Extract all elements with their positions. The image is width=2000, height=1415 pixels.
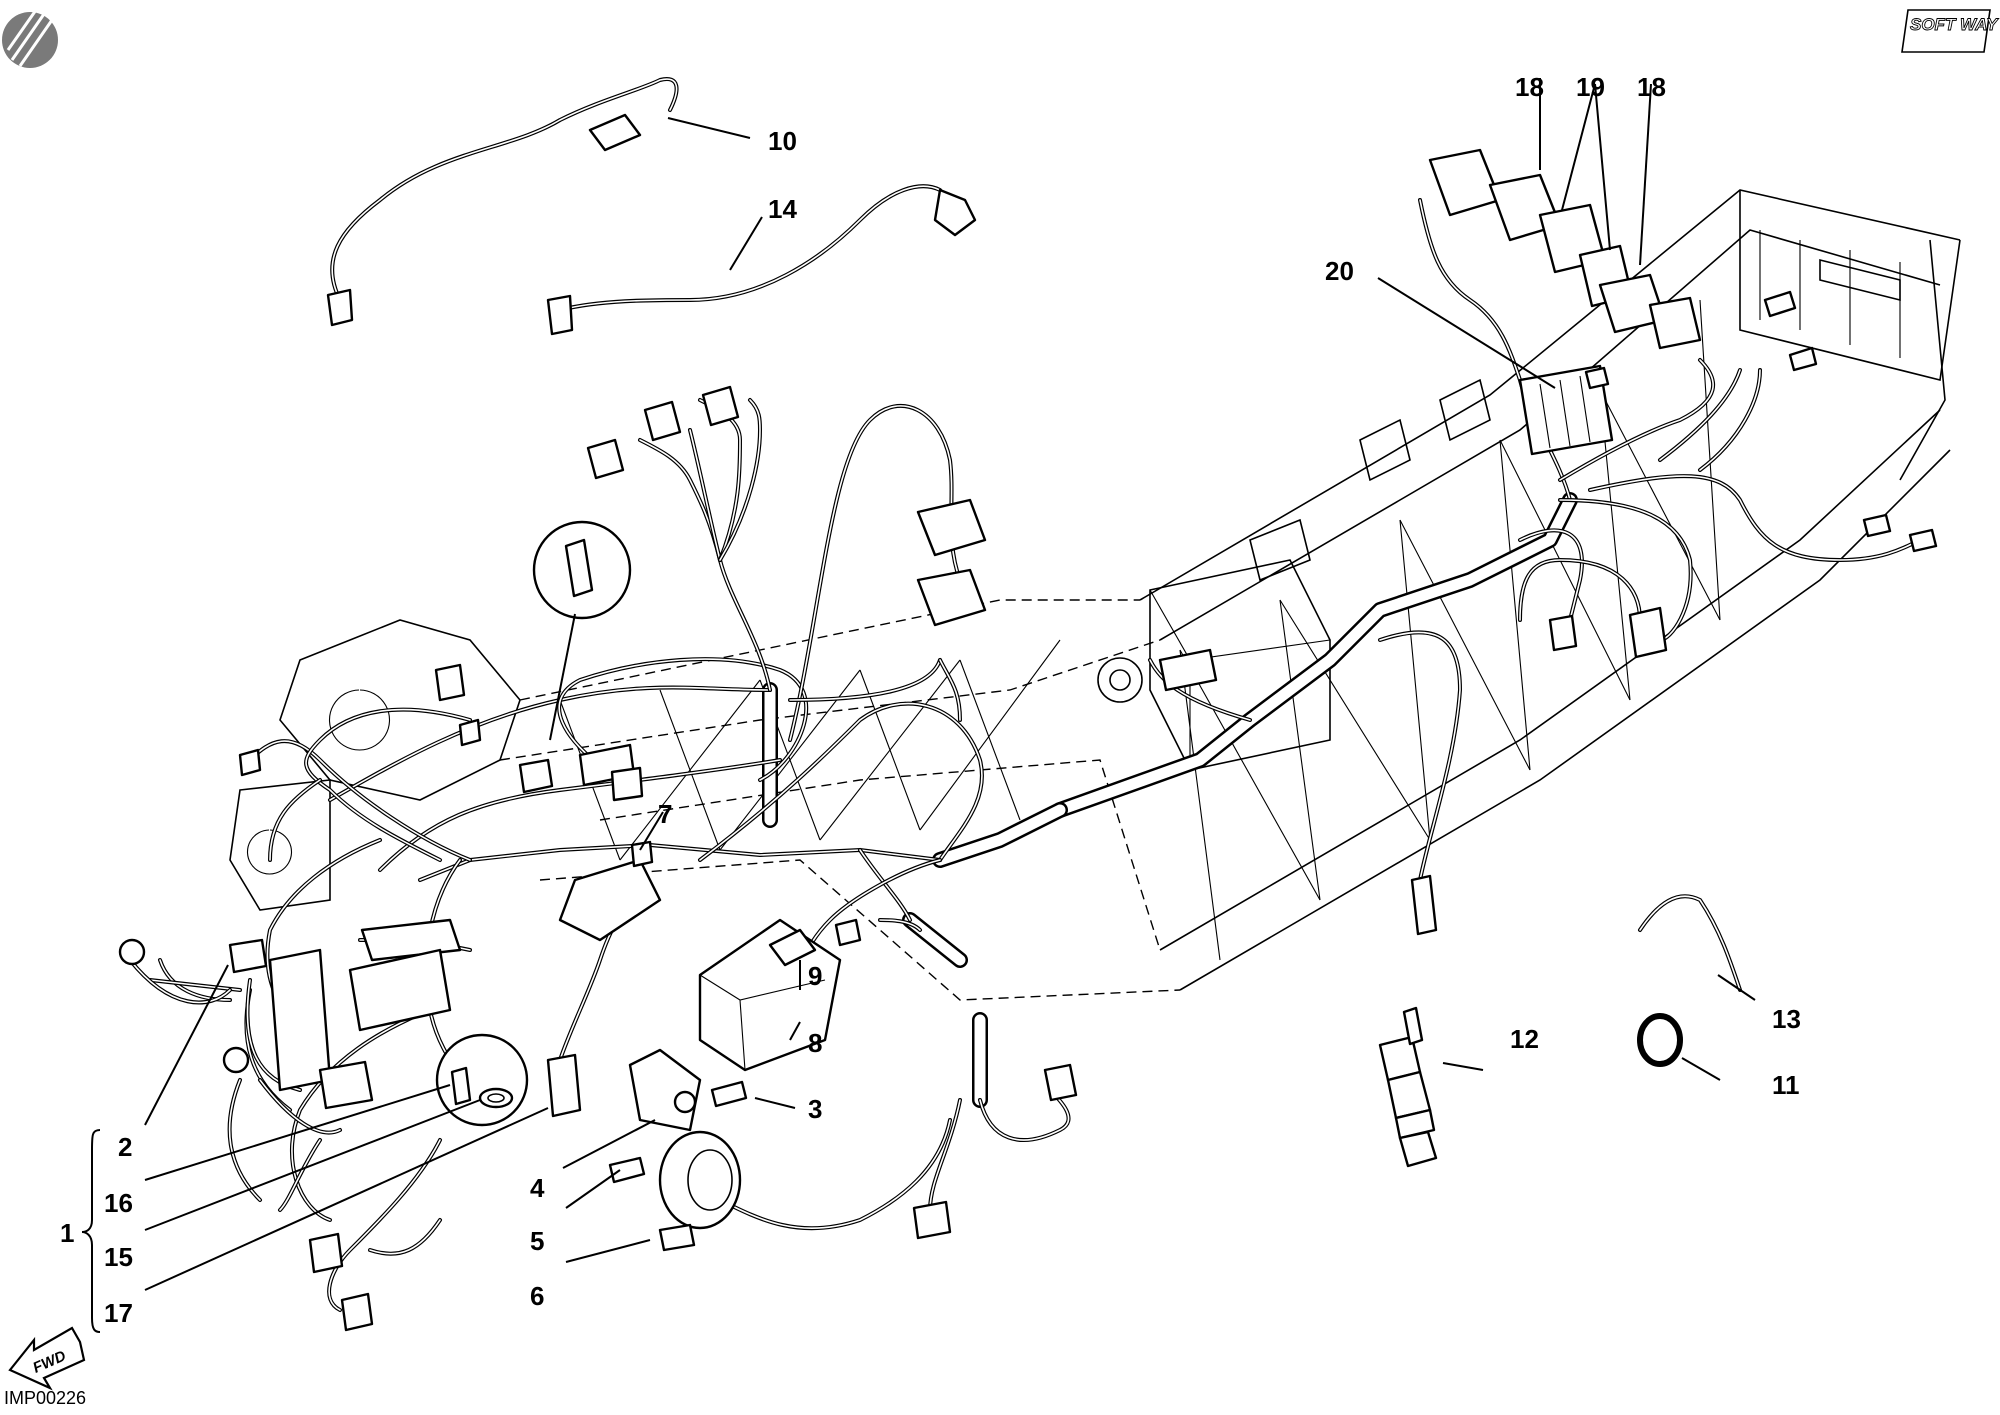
bracket-7	[558, 858, 662, 942]
catalog-badge-icon	[2, 9, 58, 68]
connector-top-c	[701, 385, 740, 427]
callout-3: 3	[808, 1094, 822, 1124]
callout-15: 15	[104, 1242, 133, 1272]
relay-18-left	[1428, 148, 1502, 217]
ht-lead-10	[326, 77, 679, 327]
callout-10: 10	[768, 126, 797, 156]
relay-connector-mid	[518, 758, 554, 794]
leader-lines	[81, 78, 1756, 1333]
callout-4: 4	[530, 1173, 545, 1203]
regulator-box	[348, 948, 452, 1032]
main-wiring-harness	[128, 198, 1922, 1312]
callout-18-right: 18	[1637, 72, 1666, 102]
callout-5: 5	[530, 1226, 544, 1256]
brand-logo-text: SOFT WAY	[1910, 15, 1999, 34]
connector-top-b	[643, 400, 682, 442]
ecu-unit-8	[698, 918, 842, 1072]
softway-logo-icon: SOFT WAY	[1901, 9, 2000, 53]
bracket-4	[628, 1048, 702, 1132]
catalog-code: IMP00226	[4, 1388, 86, 1408]
pickup-sensor-top	[916, 498, 987, 557]
callout-2: 2	[118, 1132, 132, 1162]
bolt-5	[608, 1156, 646, 1184]
callout-17: 17	[104, 1298, 133, 1328]
sensor-17	[546, 1053, 582, 1118]
callout-16: 16	[104, 1188, 133, 1218]
sensor-plug	[610, 766, 644, 802]
callout-11: 11	[1772, 1070, 1800, 1100]
callout-labels: 10 14 18 19 18 20 7 9 8 3 12 13 11 4 5 6…	[60, 72, 1801, 1328]
motorcycle-frame	[229, 189, 1961, 1001]
callout-13: 13	[1772, 1004, 1801, 1034]
callout-7: 7	[658, 799, 672, 829]
clip-11	[1637, 1013, 1683, 1067]
callout-19: 19	[1576, 72, 1605, 102]
callout-18-left: 18	[1515, 72, 1544, 102]
callout-20: 20	[1325, 256, 1354, 286]
connector-top-a	[586, 438, 625, 480]
components	[118, 77, 1938, 1332]
callout-14: 14	[768, 194, 797, 224]
callout-12: 12	[1510, 1024, 1539, 1054]
pickup-sensor-bottom	[916, 568, 987, 627]
ht-lead-14	[546, 184, 977, 336]
fuse-holder-2	[228, 938, 268, 974]
spark-plug-12	[1378, 1006, 1438, 1168]
callout-8: 8	[808, 1028, 822, 1058]
callout-6: 6	[530, 1281, 544, 1311]
bolt-3	[710, 1080, 748, 1108]
callout-9: 9	[808, 961, 822, 991]
forward-arrow-icon: FWD	[8, 1326, 86, 1391]
callout-1: 1	[60, 1218, 74, 1248]
